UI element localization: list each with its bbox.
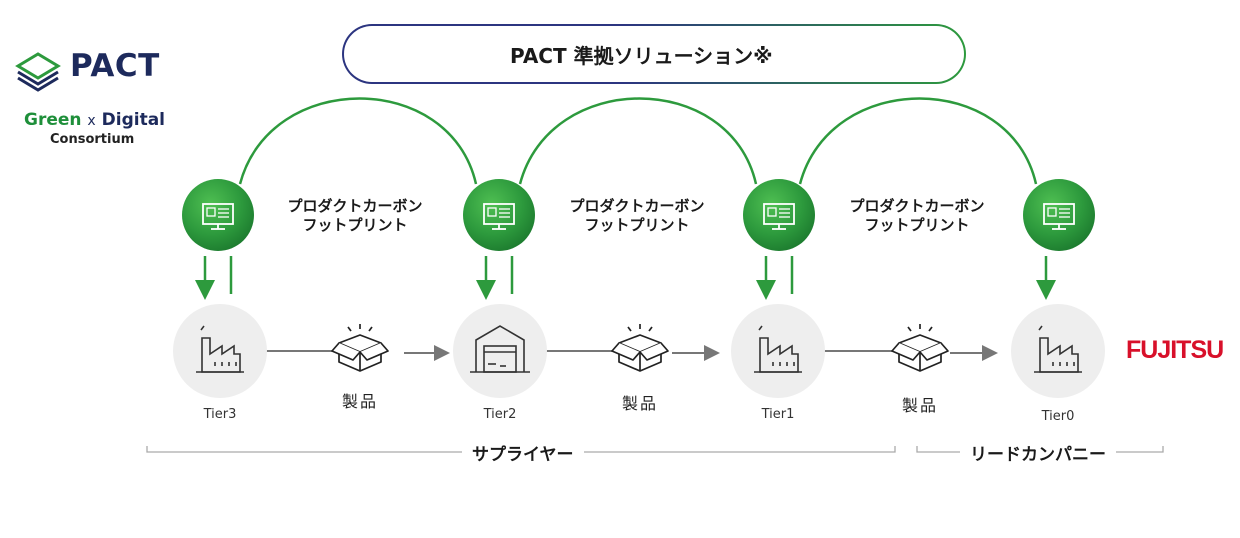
supplier-label: サプライヤー [462,440,584,465]
tier-label-0: Tier0 [1041,409,1075,424]
tier-label-3: Tier3 [203,407,237,422]
logo-green: Green [24,110,82,130]
factory-icon [1034,325,1082,373]
tier-label-1: Tier1 [761,407,795,422]
factory-icon [754,325,802,373]
product-label-3: 製品 [901,396,938,415]
logo-digital: Digital [101,110,166,130]
badge-text: PACT [420,56,437,63]
solution-header-pill [342,24,966,84]
pcf-line1: プロダクトカーボン [849,197,985,215]
monitor-icon [1023,179,1095,251]
monitor-icon [463,179,535,251]
arc-tier1-tier0 [798,97,1038,185]
pcf-line2: フットプリント [584,216,690,234]
pcf-label-3: プロダクトカーボン フットプリント [827,197,1007,235]
logo-x: x [87,113,96,129]
pcf-line2: フットプリント [864,216,970,234]
pcf-line2: フットプリント [302,216,408,234]
pact-logo-icon [15,52,61,92]
fujitsu-logo: FUJITSU [1126,336,1224,364]
product-label-1: 製品 [341,392,378,411]
pact-logo-text: PACT [70,48,160,84]
monitor-icon [182,179,254,251]
logo-consortium: Consortium [50,132,135,147]
header-title: PACT 準拠ソリューション※ [510,44,773,68]
lead-company-label: リードカンパニー [960,440,1116,465]
tier2-node [453,304,547,398]
factory-icon [196,325,244,373]
box-icon [331,324,389,372]
box-icon [611,324,669,372]
tier3-node [173,304,267,398]
arc-tier3-tier2 [238,97,478,185]
pcf-label-2: プロダクトカーボン フットプリント [547,197,727,235]
product-label-2: 製品 [621,394,658,413]
warehouse-icon [470,325,530,373]
pcf-label-1: プロダクトカーボン フットプリント [265,197,445,235]
box-icon [891,324,949,372]
monitor-icon [743,179,815,251]
pcf-line1: プロダクトカーボン [569,197,705,215]
tier0-node [1011,304,1105,398]
green-x-digital-logo: Green x Digital [24,110,165,130]
tier-label-2: Tier2 [483,407,517,422]
arc-tier2-tier1 [518,97,758,185]
tier1-node [731,304,825,398]
pcf-line1: プロダクトカーボン [287,197,423,215]
